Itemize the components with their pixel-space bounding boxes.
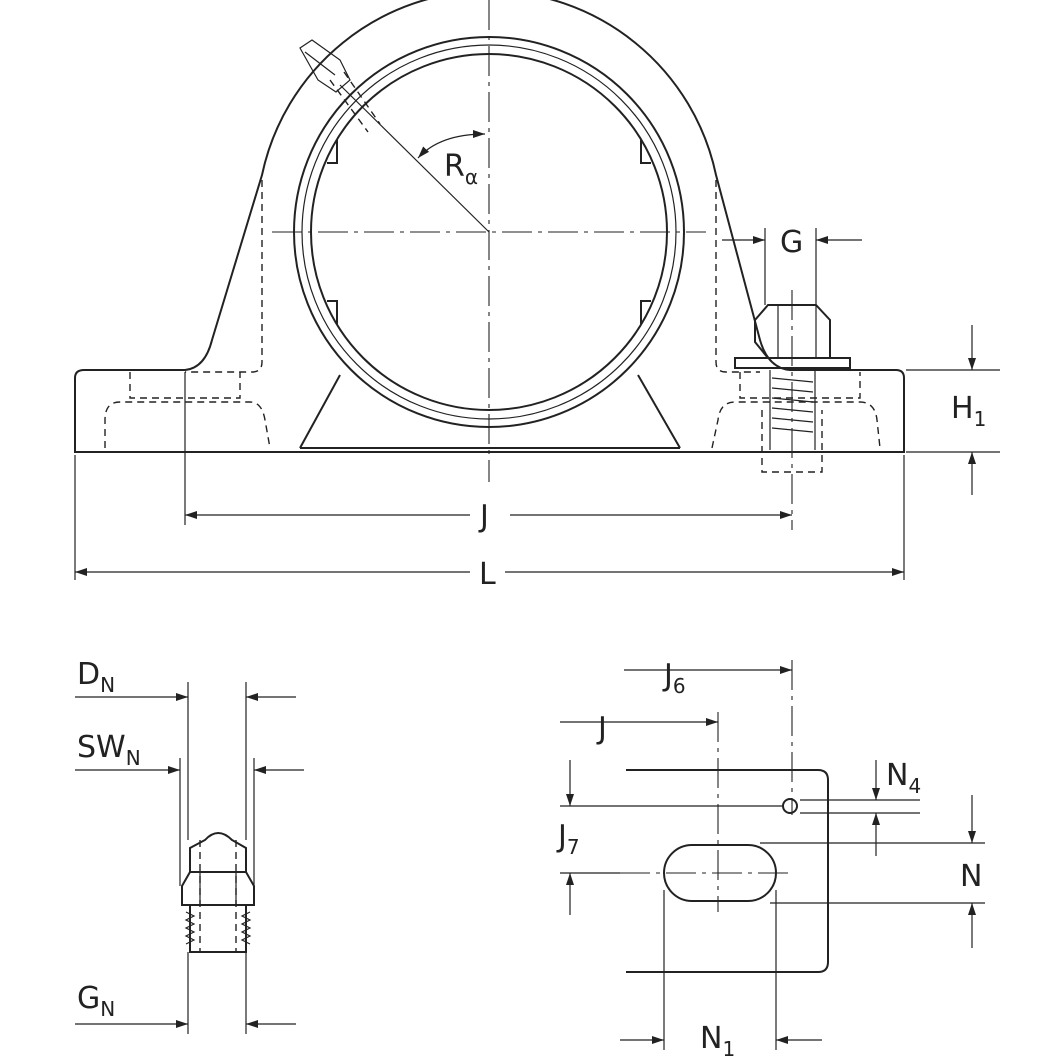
j-detail-label: J: [596, 711, 607, 746]
lube-hole: [782, 798, 798, 814]
h1-label: H1: [951, 391, 986, 431]
hidden-line: [104, 401, 271, 449]
n1-label: N1: [700, 1021, 735, 1061]
dim-n4: N4: [800, 758, 921, 856]
l-label: L: [479, 557, 496, 592]
seal-notch: [327, 300, 338, 324]
dim-gn: GN: [75, 952, 296, 1034]
dim-l: L: [74, 455, 905, 592]
ralpha-label: Rα: [444, 149, 478, 189]
hidden-line: [185, 180, 263, 373]
dim-n: N: [760, 795, 985, 948]
dim-j6: J6: [624, 658, 792, 698]
dim-dn: DN: [75, 657, 296, 840]
n4-label: N4: [886, 758, 921, 798]
seal-notch: [640, 140, 651, 164]
dn-label: DN: [77, 657, 115, 697]
hidden-line: [739, 372, 861, 399]
angle-arc: [417, 130, 486, 159]
seal-notch: [327, 140, 338, 164]
hidden-line: [715, 180, 760, 373]
dim-j7: J7: [556, 760, 782, 915]
gn-label: GN: [77, 981, 115, 1021]
n-label: N: [960, 859, 982, 894]
dim-h1: H1: [906, 325, 1000, 495]
dim-n1: N1: [620, 890, 822, 1061]
housing-front-view: [74, 0, 905, 473]
j6-label: J6: [662, 658, 686, 698]
pedestal-line: [299, 374, 341, 449]
dim-g: G: [722, 225, 862, 305]
pedestal-line: [637, 374, 681, 449]
hidden-line: [711, 401, 881, 449]
dim-j-detail: J: [560, 711, 718, 746]
g-label: G: [780, 225, 803, 260]
j7-label: J7: [556, 819, 580, 859]
swn-label: SWN: [77, 730, 141, 770]
dim-swn: SWN: [75, 730, 304, 886]
grease-nipple-detail: [181, 832, 255, 953]
base-plan-detail: [620, 660, 829, 973]
seal-notch: [640, 300, 651, 324]
centerlines-main: [272, 0, 793, 530]
hidden-line: [129, 372, 241, 399]
j-label: J: [478, 499, 489, 534]
dim-j: J: [184, 372, 792, 534]
grease-nipple-mounted: [299, 39, 381, 133]
